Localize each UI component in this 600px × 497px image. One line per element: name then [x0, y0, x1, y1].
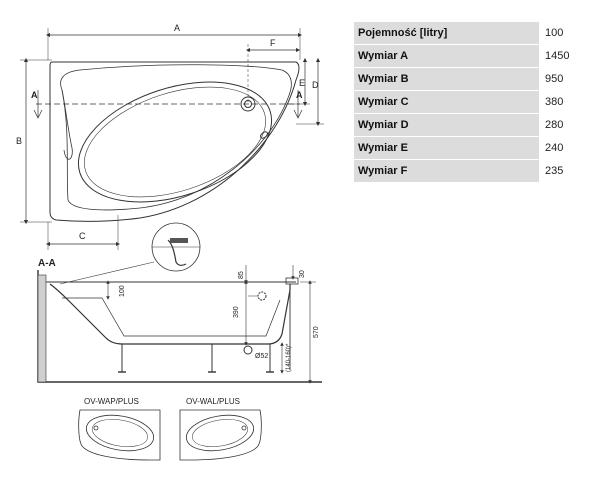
spec-value: 100: [539, 22, 593, 45]
spec-label: Wymiar C: [354, 90, 539, 114]
section-title: A-A: [38, 258, 56, 269]
section-view-labels: A-A 85 30 100 390 570 (140-160)* Ø52: [38, 258, 320, 372]
spec-label: Wymiar F: [354, 159, 539, 183]
spec-value: 950: [539, 67, 593, 91]
dim-570: 570: [313, 326, 320, 338]
spec-value: 240: [539, 136, 593, 160]
overflow-hole: [260, 131, 268, 139]
section-marker-right: A: [296, 90, 303, 100]
plan-view: [20, 28, 324, 250]
spec-label: Wymiar E: [354, 136, 539, 160]
spec-value: 1450: [539, 44, 593, 68]
dim-f-label: F: [270, 38, 276, 48]
tub-section-outline: [49, 283, 291, 345]
tub-basin: [77, 81, 273, 203]
plan-view-labels: A F B D E C A A: [16, 23, 319, 241]
dim-140-160: (140-160)*: [286, 343, 292, 372]
variant-wal-label: OV-WAL/PLUS: [186, 397, 240, 406]
variant-wap-outline: [78, 409, 161, 461]
tub-outer-outline: [49, 61, 300, 222]
spec-row: Pojemność [litry]100: [354, 22, 593, 45]
variant-wap-label: OV-WAP/PLUS: [84, 397, 139, 406]
dim-d-label: D: [312, 80, 319, 90]
spec-label: Wymiar A: [354, 44, 539, 68]
dim-drain-diameter: Ø52: [255, 353, 268, 360]
tub-rim-outline: [60, 64, 292, 211]
wall-and-floor: [37, 270, 322, 383]
spec-label: Wymiar D: [354, 113, 539, 137]
spec-value: 280: [539, 113, 593, 137]
spec-label: Wymiar B: [354, 67, 539, 91]
spec-value: 235: [539, 159, 593, 183]
section-marker-left: A: [31, 90, 38, 100]
dim-c-label: C: [79, 231, 86, 241]
dim-85: 85: [238, 271, 245, 279]
dim-e-label: E: [299, 78, 305, 88]
variant-wal-outline: [179, 409, 262, 461]
rim-detail-callout: [59, 222, 201, 285]
variant-thumbnails: [78, 409, 262, 461]
dim-a-label: A: [174, 23, 180, 33]
dim-b-label: B: [16, 136, 22, 146]
dim-30: 30: [299, 270, 306, 278]
dim-390: 390: [233, 306, 240, 318]
section-view: [37, 265, 322, 384]
spec-value: 380: [539, 90, 593, 114]
spec-label: Pojemność [litry]: [354, 22, 539, 45]
dim-100: 100: [119, 285, 126, 297]
